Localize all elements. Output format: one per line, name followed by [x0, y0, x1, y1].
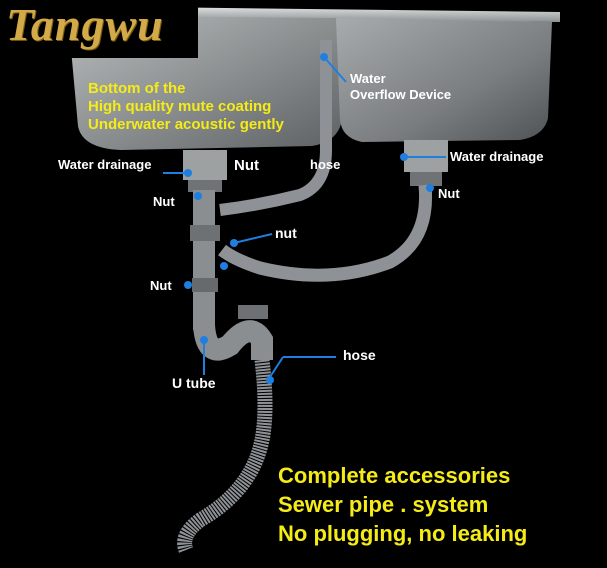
promo-line-1: Complete accessories [278, 463, 511, 488]
callout-dots [184, 53, 434, 384]
brand-logo: Tangwu [6, 0, 164, 50]
label-u-tube: U tube [172, 375, 216, 391]
promo-text: Complete accessories Sewer pipe . system… [278, 461, 527, 548]
coating-line-2: High quality mute coating [88, 98, 272, 115]
coating-line-3: Underwater acoustic gently [88, 116, 284, 133]
logo-box: Tangwu [0, 0, 198, 58]
lower-hose [177, 359, 273, 553]
coating-line-1: Bottom of the [88, 80, 186, 97]
label-water-overflow-line-1: Water [350, 71, 386, 86]
label-water-overflow-line-2: Overflow Device [350, 87, 452, 102]
label-nut-right: Nut [438, 186, 460, 201]
label-nut-left-tail: Nut [153, 194, 175, 209]
label-hose-top: hose [310, 157, 341, 172]
label-hose-lower: hose [343, 347, 376, 363]
label-nut-mid: nut [275, 225, 297, 241]
overflow-pipe [219, 40, 332, 216]
promo-line-2: Sewer pipe . system [278, 492, 489, 517]
callout-lines [163, 56, 446, 378]
label-water-drainage-left: Water drainage [58, 157, 152, 172]
u-trap [193, 320, 273, 361]
right-basin [336, 18, 552, 142]
label-nut-top-left: Nut [234, 157, 259, 174]
label-nut-lower-left: Nut [150, 278, 172, 293]
promo-line-3: No plugging, no leaking [278, 521, 528, 546]
coating-note: Bottom of the High quality mute coating … [88, 80, 284, 134]
right-drain-hose [218, 184, 433, 282]
label-water-drainage-right: Water drainage [450, 149, 544, 164]
